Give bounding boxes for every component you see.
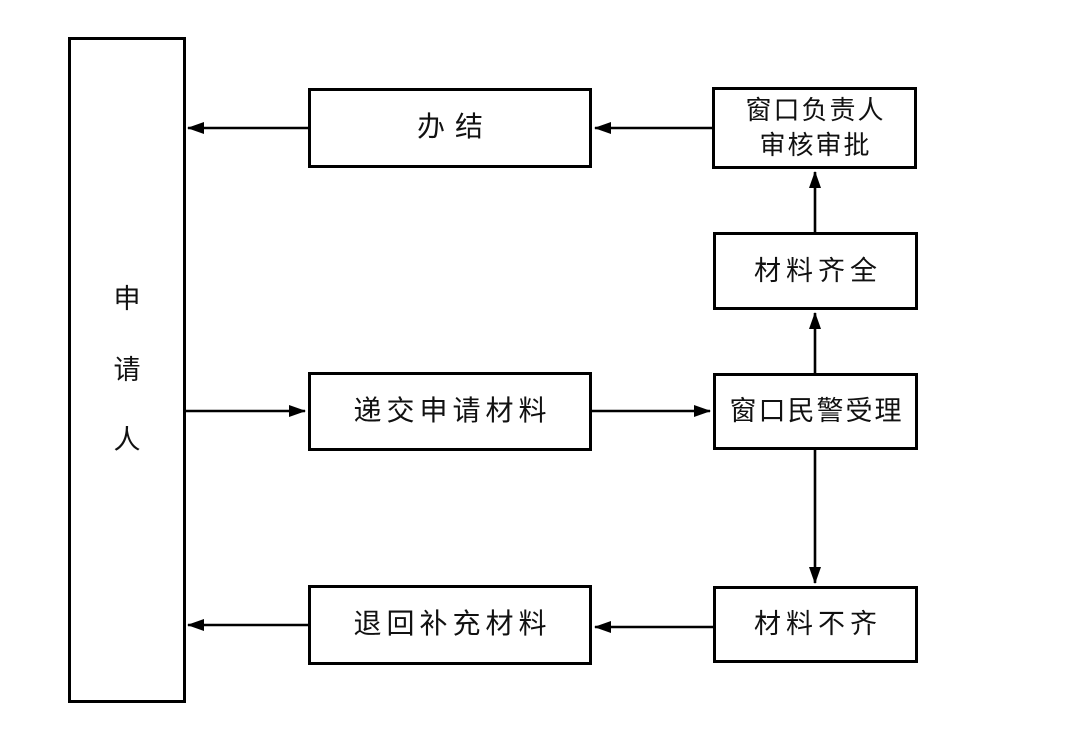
node-return-supplement-label: 退回补充材料 [353, 609, 552, 641]
node-window-police-accept: 窗口民警受理 [713, 373, 918, 450]
node-materials-incomplete-label: 材料不齐 [754, 609, 882, 640]
node-submit-materials: 递交申请材料 [308, 372, 592, 451]
node-materials-incomplete: 材料不齐 [713, 586, 918, 663]
node-submit-materials-label: 递交申请材料 [353, 395, 552, 427]
applicant-char-1: 申 [113, 284, 141, 315]
node-applicant: 申 请 人 [68, 37, 186, 703]
node-supervisor-review: 窗口负责人 审核审批 [712, 87, 917, 169]
node-supervisor-line-2: 审核审批 [759, 131, 872, 160]
node-materials-complete-label: 材料齐全 [754, 255, 882, 286]
node-return-supplement: 退回补充材料 [308, 585, 592, 665]
applicant-char-3: 人 [113, 425, 141, 456]
node-window-police-accept-label: 窗口民警受理 [729, 396, 904, 427]
node-banjie-label: 办结 [416, 112, 493, 144]
node-materials-complete: 材料齐全 [713, 232, 918, 310]
node-applicant-label: 申 请 人 [114, 281, 141, 458]
applicant-char-2: 请 [113, 354, 141, 385]
node-banjie: 办结 [308, 88, 592, 168]
node-supervisor-line-1: 窗口负责人 [745, 95, 886, 125]
